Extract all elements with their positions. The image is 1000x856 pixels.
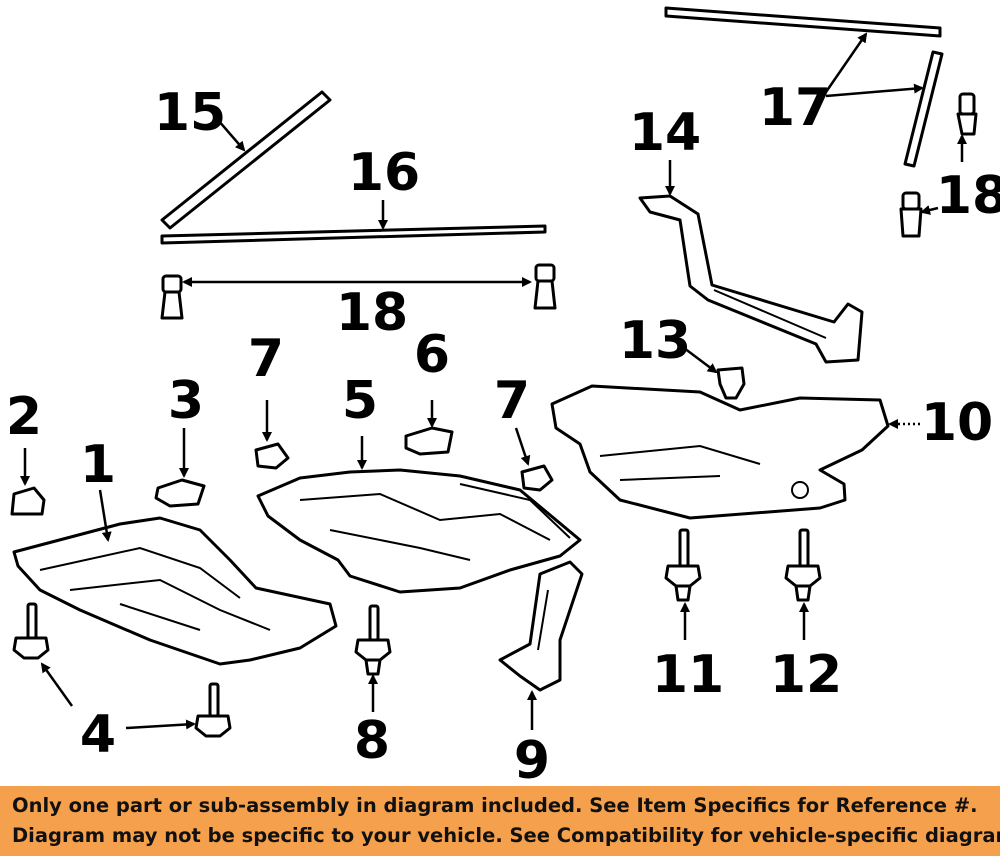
leader-1 bbox=[98, 489, 112, 542]
callout-16: 16 bbox=[348, 143, 420, 203]
callout-17: 17 bbox=[759, 78, 831, 138]
disclaimer-line-2: Diagram may not be specific to your vehi… bbox=[12, 824, 1000, 847]
callout-15: 15 bbox=[154, 83, 226, 143]
part-15-molding bbox=[160, 90, 332, 230]
leader-13 bbox=[683, 347, 718, 374]
part-12-bolt bbox=[784, 528, 822, 602]
part-8-bolt bbox=[354, 604, 392, 676]
part-13-clip bbox=[716, 366, 746, 400]
part-1-under-cover bbox=[12, 516, 338, 666]
part-14-brace bbox=[638, 194, 864, 364]
leader-7-right bbox=[514, 427, 531, 466]
part-5-under-cover bbox=[256, 468, 582, 594]
callout-5: 5 bbox=[342, 371, 378, 431]
clip-18-upper bbox=[956, 92, 978, 136]
part-4-bolt-left bbox=[12, 602, 50, 660]
clip-18-left bbox=[160, 274, 184, 320]
part-7-clip-left bbox=[254, 442, 290, 470]
part-6-bracket bbox=[404, 426, 454, 456]
callout-18-left: 18 bbox=[336, 283, 408, 343]
callout-18-right: 18 bbox=[936, 166, 1000, 226]
leader-18-right bbox=[920, 134, 967, 215]
part-9-deflector bbox=[498, 560, 584, 692]
part-16-molding bbox=[160, 224, 547, 245]
callout-13: 13 bbox=[619, 311, 691, 371]
leader-15 bbox=[217, 119, 246, 152]
clip-18-lower bbox=[899, 191, 923, 238]
part-7-clip-right bbox=[520, 464, 554, 492]
callout-6: 6 bbox=[414, 325, 450, 385]
disclaimer-line-1: Only one part or sub-assembly in diagram… bbox=[12, 794, 978, 817]
callout-9: 9 bbox=[514, 731, 550, 786]
part-4-bolt-right bbox=[194, 682, 232, 738]
callout-12: 12 bbox=[770, 645, 842, 705]
callout-7-right: 7 bbox=[494, 371, 530, 431]
callout-7-left: 7 bbox=[248, 329, 284, 389]
leader-4 bbox=[40, 662, 196, 730]
part-3-bracket bbox=[154, 478, 206, 508]
part-11-bolt bbox=[664, 528, 702, 602]
callout-14: 14 bbox=[629, 103, 701, 163]
callout-3: 3 bbox=[168, 371, 204, 431]
callout-11: 11 bbox=[652, 645, 724, 705]
leader-17 bbox=[824, 32, 924, 98]
part-17-molding-top bbox=[664, 6, 942, 38]
callout-8: 8 bbox=[354, 711, 390, 771]
callout-4: 4 bbox=[80, 705, 116, 765]
part-2-bracket bbox=[10, 486, 46, 516]
part-10-under-cover bbox=[550, 384, 890, 520]
clip-18-right bbox=[533, 263, 557, 310]
callout-2: 2 bbox=[6, 387, 42, 447]
parts-diagram: 15 16 18 17 18 bbox=[6, 6, 1000, 786]
disclaimer-banner: Only one part or sub-assembly in diagram… bbox=[0, 786, 1000, 856]
callout-1: 1 bbox=[80, 435, 116, 495]
part-17-molding-vertical bbox=[903, 50, 944, 168]
callout-10: 10 bbox=[921, 393, 993, 453]
